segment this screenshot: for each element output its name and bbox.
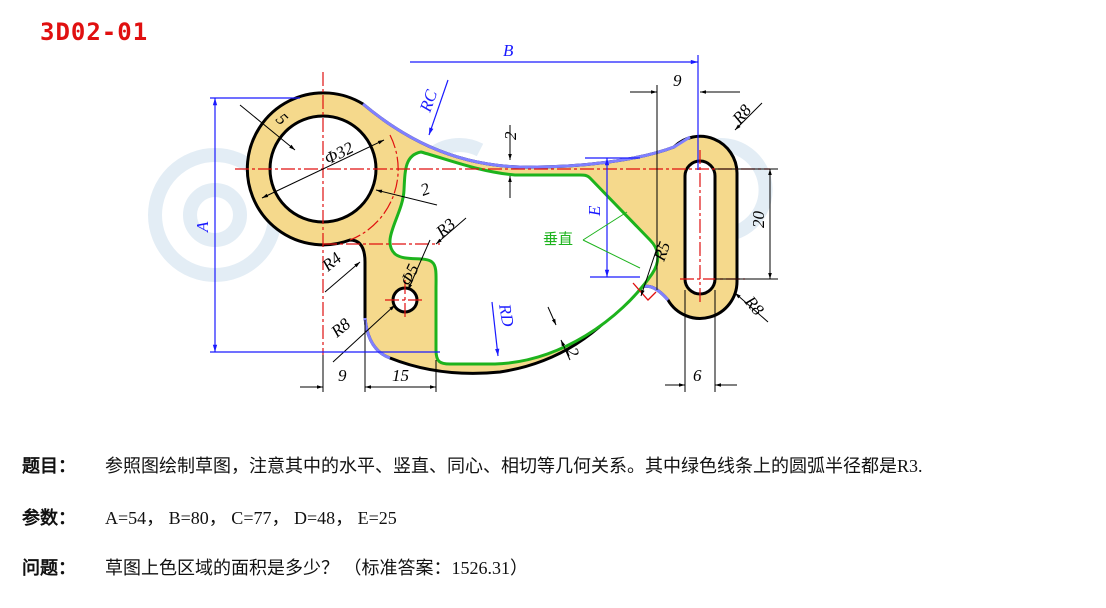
dim-b: B [503, 41, 514, 60]
dim-rd: RD [495, 301, 518, 328]
problem-label: 问题： [22, 558, 76, 578]
params-row: 参数： A=54， B=80， C=77， D=48， E=25 [22, 504, 397, 530]
dim-9-top: 9 [673, 71, 682, 90]
centerlines [235, 72, 770, 355]
parameter-dimension-lines [210, 55, 699, 357]
params-label: 参数： [22, 508, 76, 528]
dim-e: E [585, 205, 604, 217]
tangent-arc-r8 [363, 317, 391, 360]
vertical-callout-lines [582, 211, 641, 269]
dim-20: 20 [749, 211, 768, 229]
dim-9-bottom: 9 [338, 366, 347, 385]
dim-r8-left: R8 [327, 314, 355, 342]
dim-r8-top: R8 [728, 101, 756, 129]
problem-row: 问题： 草图上色区域的面积是多少？ （标准答案：1526.31） [22, 554, 528, 580]
dim-a: A [193, 221, 212, 233]
vertical-constraint-label: 垂直 [543, 231, 573, 248]
topic-text: 参照图绘制草图，注意其中的水平、竖直、同心、相切等几何关系。其中绿色线条上的圆弧… [105, 456, 923, 476]
params-text: A=54， B=80， C=77， D=48， E=25 [105, 508, 397, 528]
exercise-title: 3D02-01 [40, 18, 149, 46]
dimension-lines [239, 85, 778, 392]
tangent-arc-rc [362, 102, 691, 169]
green-cutout [388, 150, 660, 366]
dim-6: 6 [693, 366, 702, 385]
dim-r8-bottom: R8 [740, 292, 768, 320]
dim-15: 15 [392, 366, 409, 385]
dim-r4: R4 [318, 248, 346, 276]
cad-drawing: B 9 R8 20 R8 6 RC 2 2 E 垂直 R5 R3 R4 Φ5 R… [148, 41, 778, 392]
topic-label: 题目： [22, 456, 76, 476]
perpendicular-mark [632, 282, 657, 301]
topic-row: 题目： 参照图绘制草图，注意其中的水平、竖直、同心、相切等几何关系。其中绿色线条上… [22, 452, 923, 478]
problem-text: 草图上色区域的面积是多少？ （标准答案：1526.31） [105, 558, 528, 578]
dim-2-top: 2 [501, 131, 520, 140]
